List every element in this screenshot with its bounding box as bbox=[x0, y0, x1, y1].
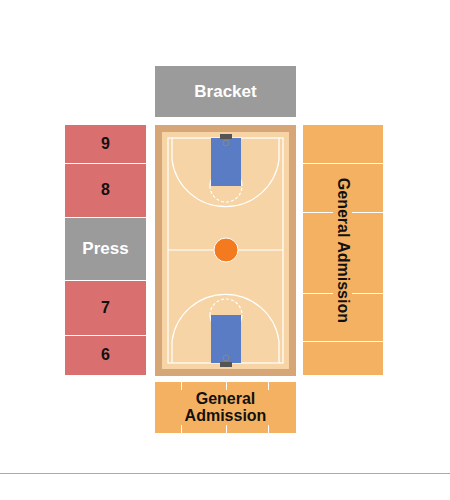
section-label: General Admission bbox=[334, 174, 353, 325]
top-hoop bbox=[223, 140, 229, 146]
bottom-hoop bbox=[223, 355, 229, 361]
section-label: 8 bbox=[101, 182, 110, 199]
bottom-free-throw-dash bbox=[210, 299, 242, 315]
section-label: Press bbox=[82, 240, 128, 258]
center-circle bbox=[214, 238, 238, 262]
divider-line bbox=[303, 341, 383, 342]
seating-section: General Admission bbox=[155, 382, 296, 433]
divider-line bbox=[303, 163, 383, 164]
seating-section: Press bbox=[65, 218, 146, 280]
court-lines bbox=[168, 138, 283, 363]
top-free-throw-dash bbox=[210, 186, 242, 202]
seating-section: General Admission bbox=[303, 125, 383, 375]
bottom-key bbox=[211, 315, 241, 363]
section-label: 7 bbox=[101, 300, 110, 317]
top-key bbox=[211, 138, 241, 186]
bottom-backboard bbox=[220, 362, 232, 367]
seating-section: 9 bbox=[65, 125, 146, 163]
court-border bbox=[155, 125, 296, 376]
section-label: Bracket bbox=[194, 83, 256, 101]
section-label: General Admission bbox=[173, 390, 279, 426]
seating-section: 8 bbox=[65, 164, 146, 217]
seating-section: Bracket bbox=[155, 66, 296, 117]
top-backboard bbox=[220, 134, 232, 139]
section-label: 6 bbox=[101, 347, 110, 364]
seating-section: 6 bbox=[65, 336, 146, 375]
court-floor bbox=[162, 132, 289, 369]
baseline-rule bbox=[0, 473, 450, 474]
section-label: 9 bbox=[101, 136, 110, 153]
seating-section: 7 bbox=[65, 281, 146, 335]
